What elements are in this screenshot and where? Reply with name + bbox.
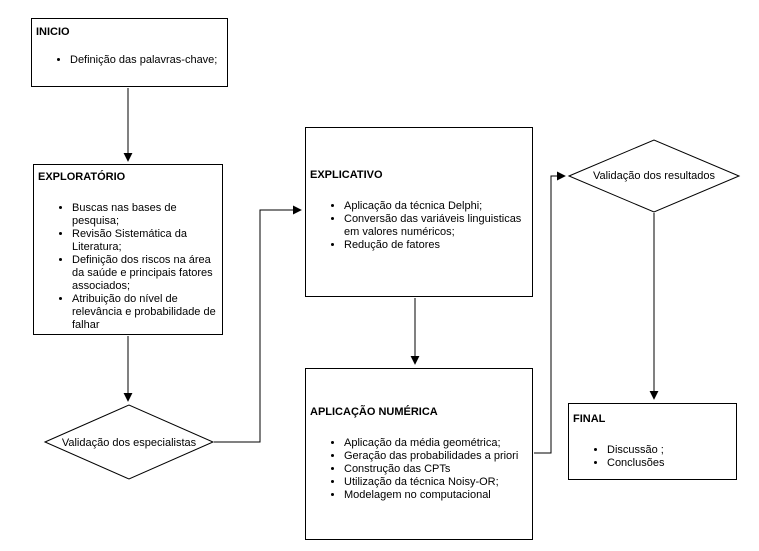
- node-explicativo-title: EXPLICATIVO: [310, 169, 383, 181]
- diamond-validacao-resultados: [567, 139, 741, 213]
- node-explicativo: EXPLICATIVO Aplicação da técnica Delphi;…: [305, 127, 533, 297]
- bullet-item: Definição dos riscos na área da saúde e …: [72, 254, 217, 293]
- bullet-item: Atribuição do nível de relevância e prob…: [72, 293, 217, 332]
- node-final-title: FINAL: [573, 413, 606, 425]
- bullet-item: Aplicação da técnica Delphi;: [344, 200, 527, 213]
- edge-aplicacao-numerica-to-validacao-resultados: [534, 171, 566, 454]
- bullet-item: Revisão Sistemática da Literatura;: [72, 228, 217, 254]
- node-aplicacao-numerica-title: APLICAÇÃO NUMÉRICA: [310, 406, 438, 418]
- node-explicativo-list: Aplicação da técnica Delphi; Conversão d…: [306, 200, 532, 252]
- bullet-item: Conclusões: [607, 457, 731, 470]
- decision-validacao-especialistas-label: Validação dos especialistas: [61, 437, 197, 449]
- node-inicio-list: Definição das palavras-chave;: [32, 54, 227, 67]
- bullet-item: Construção das CPTs: [344, 463, 527, 476]
- bullet-item: Geração das probabilidades a priori: [344, 450, 527, 463]
- node-final: FINAL Discussão ; Conclusões: [568, 403, 737, 480]
- node-exploratorio-title: EXPLORATÓRIO: [38, 171, 126, 183]
- bullet-item: Redução de fatores: [344, 239, 527, 252]
- node-exploratorio: EXPLORATÓRIO Buscas nas bases de pesquis…: [33, 164, 223, 335]
- node-exploratorio-list: Buscas nas bases de pesquisa; Revisão Si…: [34, 202, 222, 332]
- bullet-item: Discussão ;: [607, 444, 731, 457]
- node-final-list: Discussão ; Conclusões: [569, 444, 736, 470]
- bullet-item: Conversão das variáveis linguisticas em …: [344, 213, 527, 239]
- bullet-item: Definição das palavras-chave;: [70, 54, 222, 67]
- node-aplicacao-numerica: APLICAÇÃO NUMÉRICA Aplicação da média ge…: [305, 368, 533, 540]
- bullet-item: Aplicação da média geométrica;: [344, 437, 527, 450]
- bullet-item: Buscas nas bases de pesquisa;: [72, 202, 217, 228]
- node-aplicacao-numerica-list: Aplicação da média geométrica; Geração d…: [306, 437, 532, 502]
- bullet-item: Utilização da técnica Noisy-OR;: [344, 476, 527, 489]
- bullet-item: Modelagem no computacional: [344, 489, 527, 502]
- node-inicio-title: INICIO: [36, 26, 70, 38]
- decision-validacao-resultados-label: Validação dos resultados: [592, 170, 716, 182]
- edge-validacao-especialistas-to-explicativo: [214, 205, 302, 443]
- diamond-validacao-especialistas: [43, 404, 215, 480]
- node-inicio: INICIO Definição das palavras-chave;: [31, 18, 228, 87]
